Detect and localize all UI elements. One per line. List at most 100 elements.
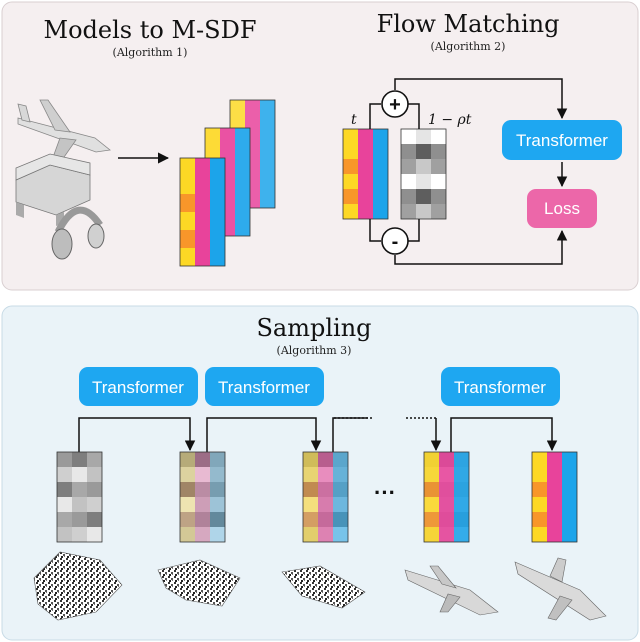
grid-cell — [454, 512, 469, 527]
grid-border — [56, 451, 103, 543]
grid-cell — [562, 467, 577, 482]
grid-cell — [562, 512, 577, 527]
grid-cell — [373, 189, 388, 204]
grid-cell — [358, 144, 373, 159]
grid-cell — [547, 497, 562, 512]
grid-cell — [454, 482, 469, 497]
grid-cell — [532, 497, 547, 512]
grid-cell — [195, 527, 210, 542]
grid-cell — [180, 452, 195, 467]
grid-cell — [439, 512, 454, 527]
grid-cell — [210, 467, 225, 482]
loss-box — [527, 189, 597, 228]
grid-cell — [318, 467, 333, 482]
grid-cell — [210, 248, 225, 266]
coefficient-label: 1 − ρt — [428, 112, 472, 128]
grid-cell — [431, 174, 446, 189]
grid-cell — [416, 189, 431, 204]
grid-cell — [195, 512, 210, 527]
grid-cell — [401, 189, 416, 204]
grid-cell — [439, 467, 454, 482]
grid-cell — [532, 512, 547, 527]
noise-grid — [400, 128, 447, 220]
algorithm-2-label: (Algorithm 2) — [431, 40, 506, 53]
grid-cell — [562, 482, 577, 497]
grid-cell — [358, 189, 373, 204]
algorithm-1-label: (Algorithm 1) — [113, 46, 188, 59]
grid-cell — [343, 159, 358, 174]
grid-cell — [424, 497, 439, 512]
noise-to-plus-line — [408, 103, 420, 129]
noise-to-minus-line — [408, 219, 420, 242]
grid-cell — [180, 482, 195, 497]
msdf-grid-front — [179, 157, 226, 267]
grid-cell — [416, 129, 431, 144]
grid-border — [400, 128, 447, 220]
grid-cell — [260, 190, 275, 208]
grid-cell — [439, 452, 454, 467]
grid-cell — [562, 452, 577, 467]
grid-cell — [547, 512, 562, 527]
grid-cell — [373, 144, 388, 159]
grid-cell — [547, 452, 562, 467]
grid-border — [423, 451, 470, 543]
grid-cell — [210, 212, 225, 230]
transformer-box-train — [502, 120, 622, 160]
grid-cell — [260, 154, 275, 172]
grid-cell — [87, 512, 102, 527]
grid-cell — [72, 467, 87, 482]
grid-cell — [401, 144, 416, 159]
grid-border — [179, 157, 226, 267]
grid-cell — [343, 204, 358, 219]
grid-cell — [303, 527, 318, 542]
flow-matching-title: Flow Matching — [377, 10, 560, 38]
headphones-illustration — [51, 206, 105, 260]
grid-cell — [57, 452, 72, 467]
grid-cell — [57, 482, 72, 497]
grid-cell — [401, 159, 416, 174]
grid-cell — [373, 174, 388, 189]
grid-cell — [303, 512, 318, 527]
grid-cell — [87, 452, 102, 467]
grid-cell — [72, 527, 87, 542]
grid-cell — [416, 159, 431, 174]
shape-sample-4 — [404, 565, 499, 616]
grid-cell — [72, 482, 87, 497]
grid-cell — [343, 144, 358, 159]
grid-cell — [195, 194, 210, 212]
grid-cell — [373, 159, 388, 174]
grid-cell — [210, 194, 225, 212]
grid-cell — [373, 204, 388, 219]
grid-cell — [439, 527, 454, 542]
grid-cell — [195, 452, 210, 467]
minus-operator — [381, 227, 409, 255]
grid-cell — [245, 100, 260, 118]
grid-cell — [431, 159, 446, 174]
grid-cell — [303, 467, 318, 482]
flow-matching-noise-grid — [400, 128, 447, 220]
grid-cell — [373, 129, 388, 144]
sampling-grid-sequence — [56, 451, 578, 543]
grid-cell — [235, 218, 250, 236]
plus-to-transformer-arrow — [394, 78, 568, 120]
models-title: Models to M-SDF — [44, 16, 257, 44]
grid-cell — [72, 452, 87, 467]
grid-cell — [180, 158, 195, 176]
grid-cell — [210, 452, 225, 467]
grid-cell — [303, 452, 318, 467]
grid-cell — [230, 100, 245, 118]
loss-label: Loss — [544, 199, 580, 218]
grid-cell — [210, 482, 225, 497]
sample-grid-3 — [302, 451, 349, 543]
grid-border — [179, 451, 226, 543]
grid-cell — [401, 204, 416, 219]
grid-cell — [532, 527, 547, 542]
step-3-continuation-line — [332, 417, 368, 452]
grid-cell — [57, 467, 72, 482]
grid-cell — [210, 158, 225, 176]
grid-cell — [57, 497, 72, 512]
grid-cell — [343, 174, 358, 189]
grid-cell — [180, 194, 195, 212]
msdf-grid-stack — [179, 99, 276, 267]
